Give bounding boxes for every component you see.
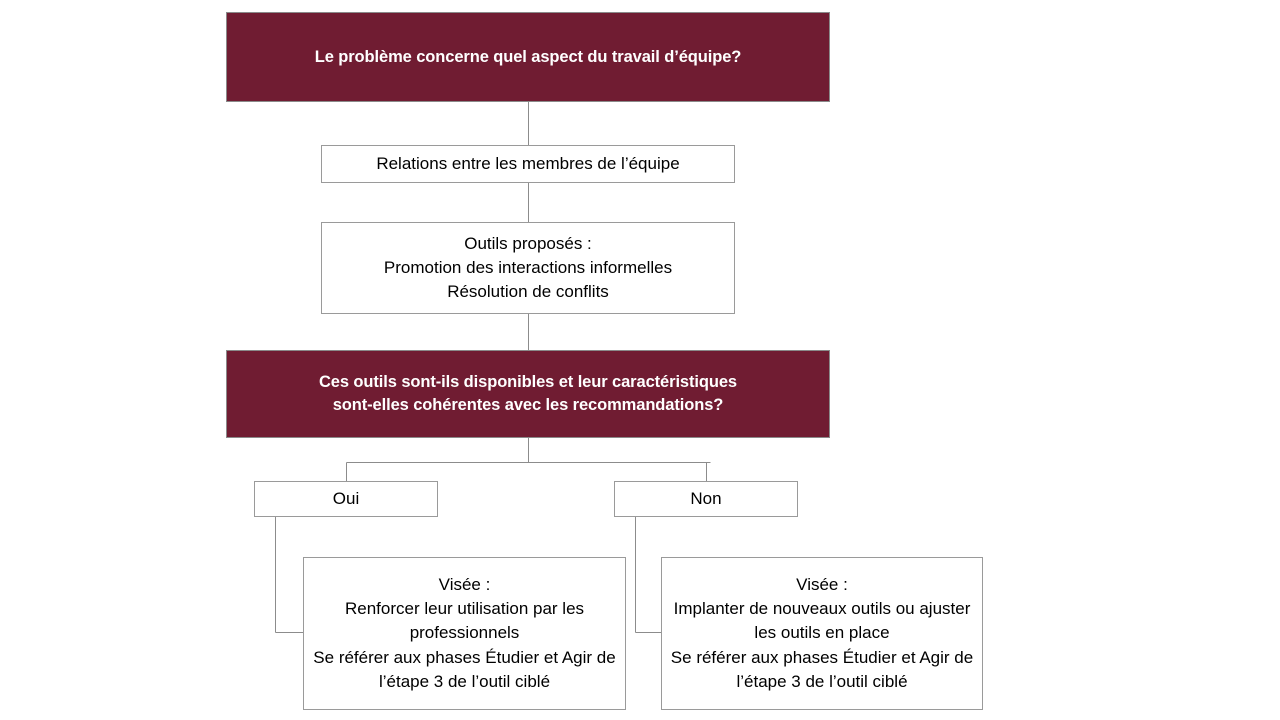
- node-line-heading: Visée :: [438, 575, 491, 595]
- node-line-item-2: Se référer aux phases Étudier et Agir de…: [313, 647, 616, 691]
- question-node-line-1: Ces outils sont-ils disponibles et leur …: [318, 373, 738, 392]
- outcome-node-visee-renforcer: Visée : Renforcer leur utilisation par l…: [303, 557, 626, 710]
- node-line: Oui: [332, 488, 360, 508]
- question-node-line: Le problème concerne quel aspect du trav…: [314, 47, 742, 66]
- outcome-node-visee-implanter: Visée : Implanter de nouveaux outils ou …: [661, 557, 983, 710]
- node-line-item-1: Implanter de nouveaux outils ou ajuster …: [673, 599, 971, 643]
- question-node-outils-disponibles: Ces outils sont-ils disponibles et leur …: [226, 350, 830, 438]
- node-relations-membres-equipe: Relations entre les membres de l’équipe: [321, 145, 735, 183]
- node-outils-proposes: Outils proposés : Promotion des interact…: [321, 222, 735, 314]
- node-line: Relations entre les membres de l’équipe: [376, 153, 680, 173]
- node-line-item-1: Renforcer leur utilisation par les profe…: [344, 599, 585, 643]
- node-line: Non: [690, 488, 722, 508]
- branch-node-non: Non: [614, 481, 798, 517]
- node-line-item-2: Résolution de conflits: [447, 282, 609, 302]
- question-node-line-2: sont-elles cohérentes avec les recommand…: [332, 396, 724, 414]
- branch-node-oui: Oui: [254, 481, 438, 517]
- node-line-heading: Visée :: [796, 575, 848, 595]
- node-line-item-1: Promotion des interactions informelles: [383, 257, 673, 277]
- node-line-heading: Outils proposés :: [464, 233, 592, 253]
- node-line-item-2: Se référer aux phases Étudier et Agir de…: [670, 647, 974, 691]
- question-node-aspect-travail-equipe: Le problème concerne quel aspect du trav…: [226, 12, 830, 102]
